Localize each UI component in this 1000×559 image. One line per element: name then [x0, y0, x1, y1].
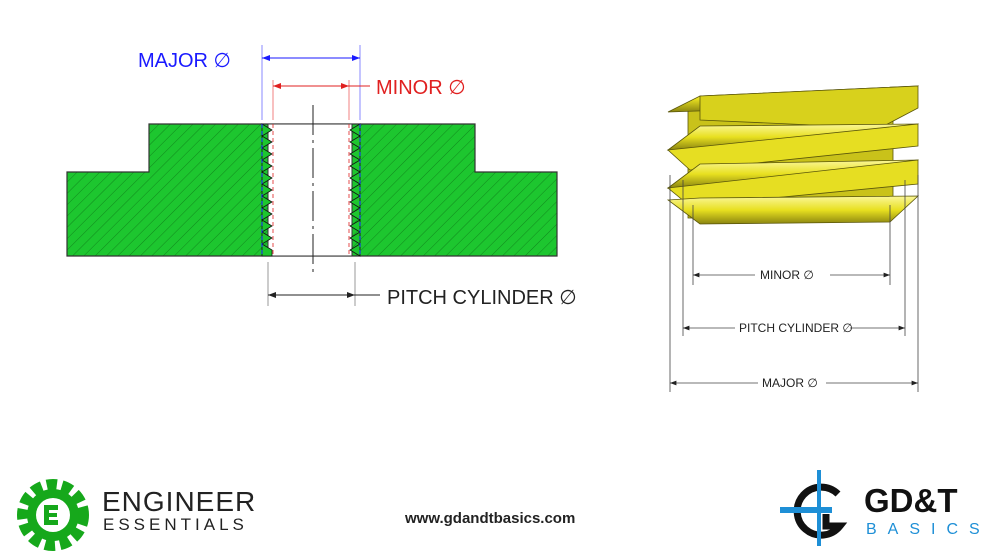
minor-dimension [272, 80, 370, 120]
screw-minor-label: MINOR ∅ [760, 268, 814, 282]
engineer-logo-line1: ENGINEER [102, 486, 257, 517]
gdt-logo-line1: GD&T [864, 482, 958, 519]
engineer-logo-line2: ESSENTIALS [103, 515, 248, 534]
website-url: www.gdandtbasics.com [405, 510, 576, 527]
gdt-basics-logo-mark [780, 470, 848, 546]
gdt-logo-line2: BASICS [866, 521, 991, 538]
minor-diameter-label: MINOR ∅ [376, 77, 466, 99]
screw-pitch-label: PITCH CYLINDER ∅ [739, 321, 853, 335]
pitch-dimension [267, 262, 380, 306]
screw-dimensions [669, 175, 919, 392]
major-diameter-label: MAJOR ∅ [138, 50, 231, 72]
major-dimension [261, 45, 361, 120]
section-part [66, 105, 558, 276]
threaded-screw [666, 85, 920, 225]
engineer-essentials-gear-logo [17, 479, 89, 551]
screw-major-label: MAJOR ∅ [762, 376, 818, 390]
pitch-cylinder-label: PITCH CYLINDER ∅ [387, 287, 577, 309]
